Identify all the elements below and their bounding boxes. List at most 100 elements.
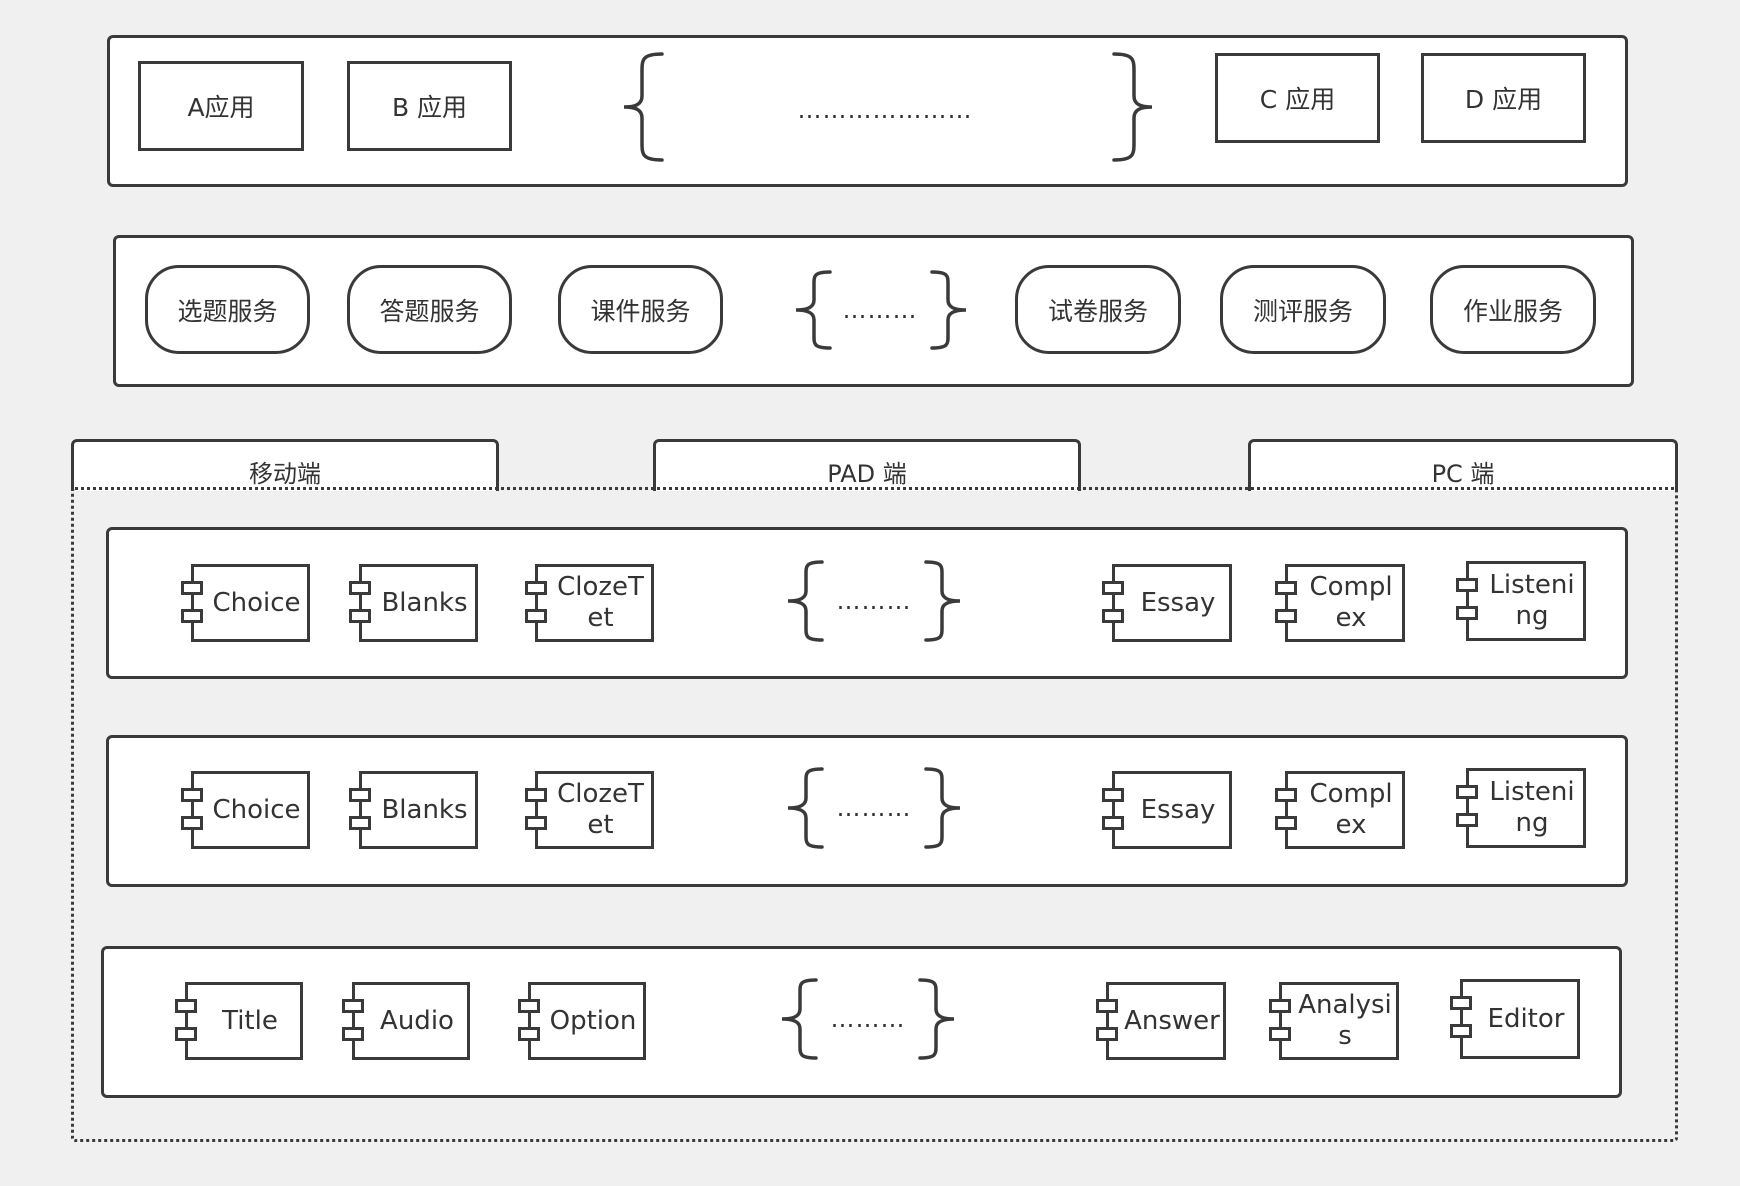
- port-icon: [1096, 999, 1118, 1013]
- components-ellipsis: ………: [830, 1005, 906, 1033]
- component-box: ClozeTet: [525, 564, 654, 642]
- port-icon: [525, 788, 547, 802]
- component-box: Blanks: [349, 564, 478, 642]
- port-icon: [1275, 788, 1297, 802]
- component-box: Audio: [342, 982, 470, 1060]
- component-label: Blanks: [381, 587, 468, 618]
- port-icon: [1102, 788, 1124, 802]
- port-icon: [349, 816, 371, 830]
- component-label: Complex: [1309, 779, 1393, 840]
- component-label: Editor: [1487, 1003, 1565, 1034]
- port-icon: [1102, 581, 1124, 595]
- right-brace-icon: [1112, 52, 1153, 162]
- component-label: Essay: [1140, 794, 1216, 825]
- component-box: Complex: [1275, 771, 1405, 849]
- port-icon: [349, 609, 371, 623]
- tab-pad: PAD 端: [653, 439, 1081, 491]
- service-pill: 测评服务: [1220, 265, 1386, 354]
- port-icon: [1450, 1024, 1472, 1038]
- component-label: Blanks: [381, 794, 468, 825]
- port-icon: [1456, 785, 1478, 799]
- port-icon: [175, 1027, 197, 1041]
- service-label: 作业服务: [1462, 296, 1563, 326]
- apps-ellipsis: …………………: [797, 96, 973, 124]
- service-pill: 课件服务: [558, 265, 723, 354]
- services-ellipsis: ………: [842, 296, 918, 324]
- port-icon: [1275, 609, 1297, 623]
- component-box: Option: [518, 982, 646, 1060]
- app-box-c: C 应用: [1215, 53, 1380, 143]
- tab-label: PC 端: [1431, 460, 1495, 488]
- port-icon: [181, 581, 203, 595]
- port-icon: [1269, 999, 1291, 1013]
- components-ellipsis: ………: [836, 794, 912, 822]
- right-brace-icon: [924, 767, 961, 849]
- port-icon: [1450, 996, 1472, 1010]
- component-label: Option: [549, 1005, 637, 1036]
- left-brace-icon: [787, 767, 824, 849]
- left-brace-icon: [781, 978, 818, 1060]
- port-icon: [1456, 578, 1478, 592]
- component-label: Answer: [1124, 1005, 1220, 1036]
- component-label: Choice: [212, 794, 301, 825]
- right-brace-icon: [930, 270, 967, 350]
- port-icon: [181, 609, 203, 623]
- component-box: Listening: [1456, 561, 1586, 641]
- component-label: Complex: [1309, 572, 1393, 633]
- component-box: ClozeTet: [525, 771, 654, 849]
- port-icon: [175, 999, 197, 1013]
- component-box: Title: [175, 982, 303, 1060]
- component-box: Essay: [1102, 564, 1232, 642]
- service-label: 选题服务: [177, 296, 278, 326]
- component-label: Essay: [1140, 587, 1216, 618]
- service-pill: 答题服务: [347, 265, 512, 354]
- port-icon: [349, 788, 371, 802]
- port-icon: [181, 816, 203, 830]
- right-brace-icon: [918, 978, 955, 1060]
- right-brace-icon: [924, 560, 961, 642]
- app-box-d: D 应用: [1421, 53, 1586, 143]
- component-box: Analysis: [1269, 982, 1399, 1060]
- port-icon: [525, 581, 547, 595]
- app-label: C 应用: [1259, 85, 1336, 114]
- app-box-a: A应用: [138, 61, 304, 151]
- port-icon: [1096, 1027, 1118, 1041]
- component-box: Choice: [181, 771, 310, 849]
- port-icon: [1102, 816, 1124, 830]
- component-box: Listening: [1456, 768, 1586, 848]
- component-label: Listening: [1489, 570, 1575, 631]
- port-icon: [1269, 1027, 1291, 1041]
- component-box: Answer: [1096, 982, 1226, 1060]
- port-icon: [1275, 816, 1297, 830]
- port-icon: [349, 581, 371, 595]
- component-box: Editor: [1450, 979, 1580, 1059]
- app-label: A应用: [187, 93, 255, 122]
- component-label: Analysis: [1298, 990, 1392, 1051]
- port-icon: [525, 816, 547, 830]
- port-icon: [1456, 813, 1478, 827]
- service-pill: 选题服务: [145, 265, 310, 354]
- port-icon: [1275, 581, 1297, 595]
- port-icon: [518, 1027, 540, 1041]
- app-box-b: B 应用: [347, 61, 512, 151]
- tab-label: PAD 端: [827, 460, 907, 488]
- left-brace-icon: [623, 52, 664, 162]
- service-label: 测评服务: [1252, 296, 1353, 326]
- left-brace-icon: [795, 270, 832, 350]
- tab-label: 移动端: [249, 460, 321, 488]
- port-icon: [525, 609, 547, 623]
- component-label: ClozeTet: [557, 572, 644, 633]
- service-pill: 作业服务: [1430, 265, 1596, 354]
- service-label: 答题服务: [379, 296, 480, 326]
- port-icon: [1102, 609, 1124, 623]
- component-box: Essay: [1102, 771, 1232, 849]
- port-icon: [181, 788, 203, 802]
- component-label: Audio: [380, 1005, 454, 1036]
- port-icon: [342, 1027, 364, 1041]
- service-pill: 试卷服务: [1015, 265, 1181, 354]
- platform-container: [71, 487, 1678, 1142]
- app-label: D 应用: [1464, 85, 1543, 114]
- component-box: Choice: [181, 564, 310, 642]
- components-ellipsis: ………: [836, 587, 912, 615]
- tab-pc: PC 端: [1248, 439, 1678, 491]
